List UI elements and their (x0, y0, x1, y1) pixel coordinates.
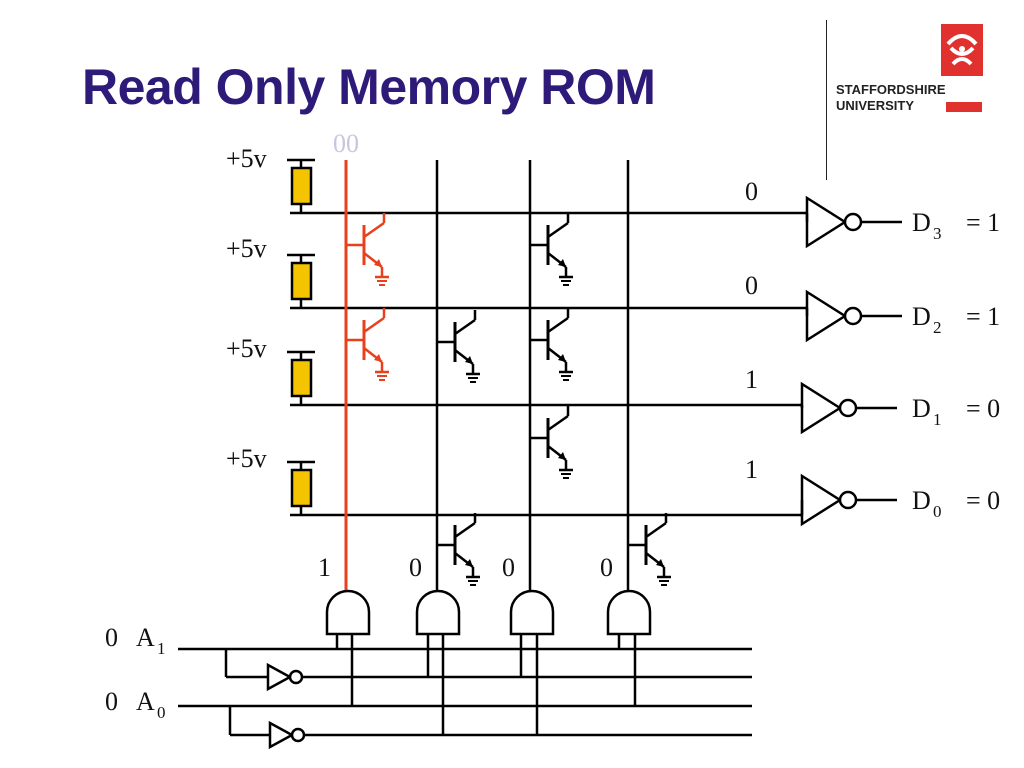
transistor-4 (530, 308, 573, 381)
column-value-3: 0 (600, 553, 613, 582)
row-value-2: 1 (745, 365, 758, 394)
transistor-1 (346, 308, 389, 381)
row-value-1: 0 (745, 271, 758, 300)
output-inverter-2 (800, 381, 897, 435)
supply-label-1: +5v (226, 234, 267, 263)
output-name-3: D (912, 486, 931, 515)
address-inverter-a0 (268, 720, 306, 750)
output-value-3: = 0 (966, 486, 1000, 515)
and-gate-0 (325, 589, 371, 636)
transistor-2 (437, 310, 480, 383)
and-gate-2 (509, 589, 555, 636)
output-name-1: D (912, 302, 931, 331)
transistor-6 (437, 513, 480, 586)
address-input-value-1: 0 (105, 687, 118, 716)
supply-label-2: +5v (226, 334, 267, 363)
supply-label-3: +5v (226, 444, 267, 473)
logo-divider (826, 20, 827, 180)
column-value-1: 0 (409, 553, 422, 582)
and-gate-3 (606, 589, 652, 636)
output-inverter-0 (805, 195, 902, 249)
university-crest-icon (941, 24, 983, 76)
transistor-3 (530, 213, 573, 286)
output-name-2: D (912, 394, 931, 423)
pull-up-resistor-0 (290, 166, 313, 206)
page-title: Read Only Memory ROM (82, 59, 656, 115)
address-input-name-1: A (136, 687, 155, 716)
output-value-2: = 0 (966, 394, 1000, 423)
pull-up-resistor-3 (290, 468, 313, 508)
logo-red-bar (946, 102, 982, 112)
and-gate-1 (415, 589, 461, 636)
pull-up-resistor-2 (290, 358, 313, 398)
output-subscript-2: 1 (933, 410, 942, 429)
address-label: 00 (333, 129, 359, 158)
address-input-subscript-1: 0 (157, 703, 166, 722)
output-inverter-3 (800, 473, 897, 527)
address-inverter-a1 (266, 662, 304, 692)
supply-label-0: +5v (226, 144, 267, 173)
transistor-5 (530, 406, 573, 479)
output-subscript-1: 2 (933, 318, 942, 337)
logo-text-line2: UNIVERSITY (836, 98, 915, 113)
column-value-2: 0 (502, 553, 515, 582)
address-input-subscript-0: 1 (157, 639, 166, 658)
address-input-value-0: 0 (105, 623, 118, 652)
row-value-3: 1 (745, 455, 758, 484)
transistor-7 (628, 513, 671, 586)
output-subscript-0: 3 (933, 224, 942, 243)
output-value-1: = 1 (966, 302, 1000, 331)
pull-up-resistor-1 (290, 261, 313, 301)
output-inverter-1 (805, 289, 902, 343)
transistor-0 (346, 213, 389, 286)
output-name-0: D (912, 208, 931, 237)
logo-text-line1: STAFFORDSHIRE (836, 82, 946, 97)
column-value-0: 1 (318, 553, 331, 582)
address-input-name-0: A (136, 623, 155, 652)
output-subscript-3: 0 (933, 502, 942, 521)
row-value-0: 0 (745, 177, 758, 206)
output-value-0: = 1 (966, 208, 1000, 237)
